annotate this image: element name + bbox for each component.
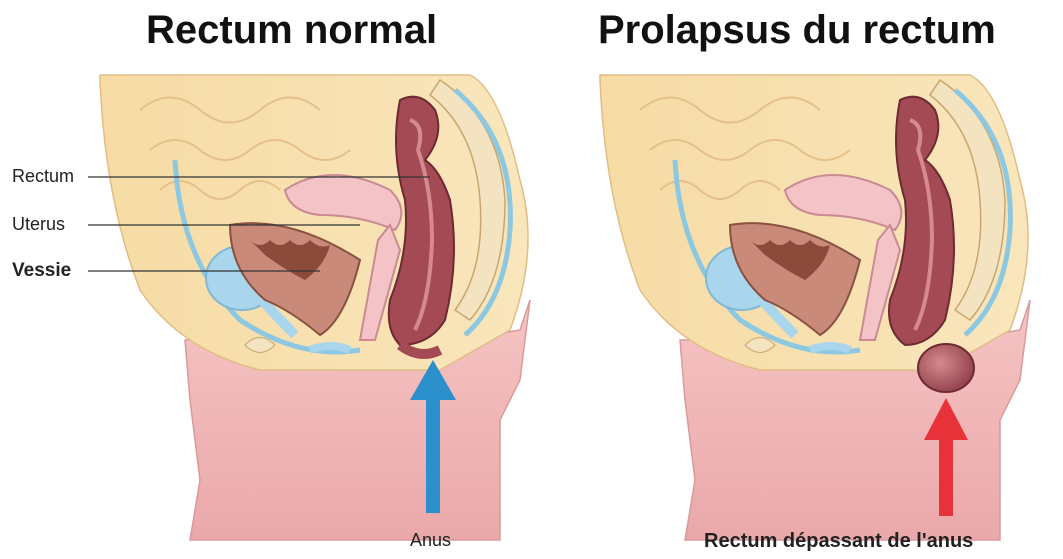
label-uterus: Uterus	[12, 214, 65, 235]
label-rectum: Rectum	[12, 166, 74, 187]
prolapsed-rectum	[918, 344, 974, 392]
panel-prolapse	[600, 75, 1030, 540]
label-rectum-protruding: Rectum dépassant de l'anus	[704, 530, 973, 553]
label-anus: Anus	[410, 530, 451, 551]
bladder-floor	[810, 346, 850, 350]
bladder-floor	[310, 346, 350, 350]
panel-normal	[88, 75, 530, 540]
label-vessie: Vessie	[12, 260, 71, 282]
